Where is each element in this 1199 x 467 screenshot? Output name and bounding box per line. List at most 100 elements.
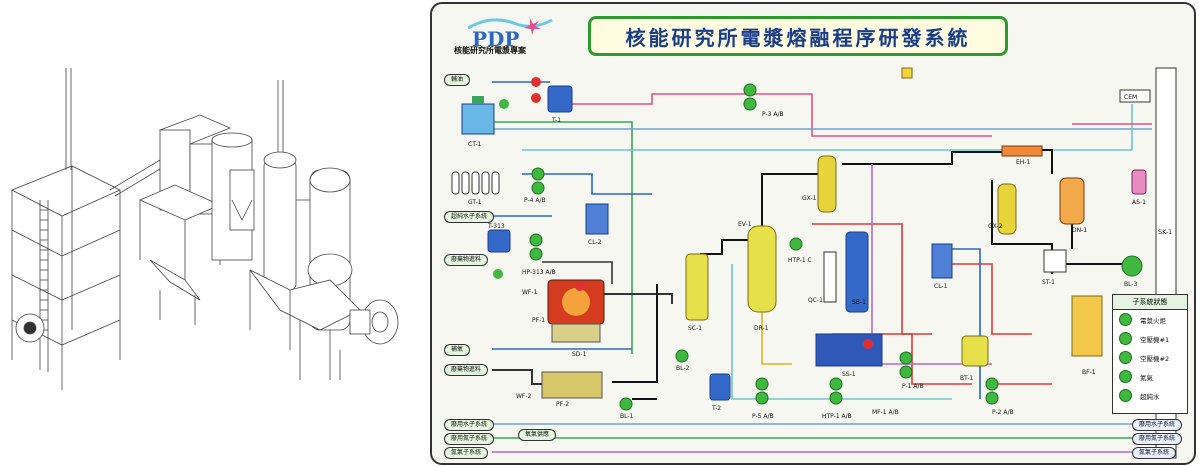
- pipe-yellow-1: [761, 304, 792, 365]
- label-cl2: CL-2: [588, 239, 602, 246]
- tag-nitrogen[interactable]: 廢用氮子系統: [444, 433, 495, 445]
- logo-caption: 核能研究所電漿專案: [454, 46, 526, 55]
- scrubber-sc1: [685, 253, 709, 321]
- label-bl3: BL-3: [1124, 281, 1138, 288]
- label-hp313: HP-313 A/B: [522, 269, 556, 276]
- tag-air-supply[interactable]: 氧氣供應: [518, 429, 557, 441]
- gas-tanks-gt1: [451, 171, 500, 195]
- label-bt1: BT-1: [960, 375, 973, 382]
- denox-dn1: [1059, 177, 1085, 225]
- tag-cool-water[interactable]: 廢用水子系統: [444, 419, 495, 431]
- pipe-cyan-2: [731, 264, 952, 400]
- label-bf1: BF-1: [1082, 369, 1096, 376]
- blower-bl3: [1121, 255, 1143, 277]
- tag-oxygen[interactable]: 補氧: [444, 344, 471, 356]
- label-wf2: WF-2: [516, 393, 532, 400]
- label-mf1: MF-1 A/B: [872, 409, 899, 416]
- title-box: 核能研究所電漿熔融程序研發系統: [588, 16, 1008, 56]
- label-gt1: GT-1: [468, 199, 482, 206]
- label-as1: AS-1: [1132, 199, 1146, 206]
- label-p4: P-4 A/B: [524, 197, 546, 204]
- label-bl2: BL-2: [676, 365, 690, 372]
- label-cem: CEM: [1124, 94, 1137, 101]
- label-t313: T-313: [487, 223, 505, 230]
- status-dot-icon: [1119, 370, 1132, 383]
- sump-ss1: [815, 333, 883, 367]
- label-bl1: BL-1: [620, 413, 634, 420]
- pipe-p3-loop: [732, 93, 992, 137]
- label-wf1: WF-1: [522, 289, 538, 296]
- cooler-cl2: [585, 203, 609, 235]
- label-gx1: GX-1: [802, 195, 817, 202]
- cooler-cl1: [931, 243, 953, 279]
- tag-coal[interactable]: 輔油: [444, 74, 471, 86]
- label-p1: P-1 A/B: [902, 383, 924, 390]
- label-sb1: SB-1: [852, 299, 866, 306]
- heater-eh1: [1001, 145, 1043, 157]
- pumps: [529, 83, 999, 411]
- cem-box: [1119, 89, 1151, 103]
- label-cl1: CL-1: [934, 283, 948, 290]
- evaporator-ev1: [747, 225, 777, 313]
- label-ss1: SS-1: [842, 371, 856, 378]
- cooling-tower-ct1: [461, 103, 495, 135]
- tag-air-out[interactable]: 氮氣子系統: [1132, 447, 1177, 459]
- legend-item-torch: 電漿火炬: [1113, 310, 1187, 329]
- pipe-gx1-right: [842, 151, 1032, 165]
- quench-qc1: [823, 251, 837, 303]
- iso-scrubber: [263, 159, 297, 291]
- pipe-cooling-green: [492, 121, 633, 354]
- label-t2: T-2: [711, 405, 721, 412]
- exchanger-gx1: [817, 155, 837, 213]
- tag-waste-feed-1[interactable]: 廢棄物進料: [444, 254, 489, 266]
- baghouse-bf1: [1071, 295, 1103, 357]
- plant-isometric-drawing: [11, 68, 399, 390]
- label-p3: P-3 A/B: [762, 111, 784, 118]
- pipe-p4: [522, 173, 652, 195]
- label-sd1: SD-1: [572, 351, 587, 358]
- label-qc1: QC-1: [808, 297, 823, 304]
- legend-item-pure-water: 超純水: [1113, 386, 1187, 405]
- status-dot-icon: [1119, 389, 1132, 402]
- label-sk1: SK-1: [1158, 228, 1172, 236]
- pipe-cyan-top: [522, 104, 1133, 151]
- pipe-hp313: [542, 261, 613, 284]
- label-htp1c: HTP-1 C: [788, 257, 812, 264]
- label-ev1: EV-1: [738, 221, 752, 228]
- legend-item-compressor-2: 空壓機#2: [1113, 348, 1187, 367]
- analyzer-as1: [1131, 169, 1147, 195]
- pipe-red-2: [952, 263, 1032, 335]
- legend-item-compressor-1: 空壓機#1: [1113, 329, 1187, 348]
- legend-item-nitrogen: 氮氣: [1113, 367, 1187, 386]
- pipe-t1-p3: [572, 93, 732, 105]
- label-p2: P-2 A/B: [992, 409, 1014, 416]
- label-sc1: SC-1: [688, 325, 702, 332]
- label-dr1: DR-1: [754, 325, 769, 332]
- stack-st1: [1043, 249, 1067, 273]
- status-indicators: [493, 77, 873, 349]
- tag-nitrogen-out[interactable]: 廢用氮子系統: [1132, 433, 1183, 445]
- label-pf1: PF-1: [532, 317, 545, 324]
- label-gx2: GX-2: [988, 223, 1003, 230]
- tag-pure-water[interactable]: 超純水子系統: [444, 211, 495, 223]
- iso-tower: [11, 165, 121, 217]
- tank-t1: [547, 85, 573, 113]
- tag-air[interactable]: 氮氣子系統: [444, 447, 489, 459]
- label-dn1: DN-1: [1072, 227, 1087, 234]
- tag-waste-feed-2[interactable]: 廢棄物進料: [444, 364, 489, 376]
- legend-title: 子系統狀態: [1113, 295, 1187, 310]
- scrubber-sb1: [845, 231, 869, 313]
- pipe-pf1-sc1: [602, 293, 673, 304]
- tag-cool-water-out[interactable]: 廢用水子系統: [1132, 419, 1183, 431]
- label-p5: P-5 A/B: [752, 413, 774, 420]
- exchanger-gx2: [997, 183, 1017, 235]
- status-dot-icon: [1119, 351, 1132, 364]
- subsystem-status-legend: 子系統狀態 電漿火炬 空壓機#1 空壓機#2 氮氣 超純水: [1112, 294, 1188, 414]
- label-eh1: EH-1: [1016, 159, 1030, 166]
- status-dot-icon: [1119, 313, 1132, 326]
- tank-t313: [487, 229, 511, 253]
- process-flow-panel: SK-1 T-1 CT-1 GT-1 CL-2 T-313 HP-313 A/B…: [430, 2, 1196, 465]
- label-htp1ab: HTP-1 A/B: [822, 413, 852, 420]
- pipe-sc1-dr1: [700, 239, 762, 255]
- tank-t2: [709, 373, 731, 401]
